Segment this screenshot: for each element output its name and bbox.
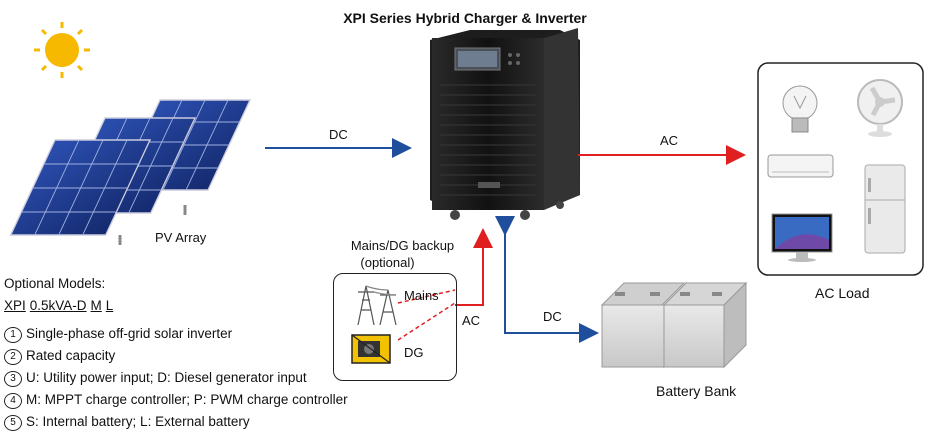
bulb-icon <box>782 85 818 133</box>
ac-label-left: AC <box>462 313 481 328</box>
legend-text: U: Utility power input; D: Diesel genera… <box>26 370 307 385</box>
model-code-part: L <box>105 298 114 313</box>
battery-bank-icon <box>600 281 748 369</box>
mains-dg-box <box>333 273 457 381</box>
legend-num: 4 <box>4 393 22 409</box>
generator-icon <box>351 334 391 364</box>
legend-item: 3 U: Utility power input; D: Diesel gener… <box>4 367 348 389</box>
air-conditioner-icon <box>767 154 834 178</box>
legend-num: 1 <box>4 327 22 343</box>
dc-label-top: DC <box>329 127 348 142</box>
legend-num: 3 <box>4 371 22 387</box>
pv-array-label: PV Array <box>155 230 207 245</box>
ac-label-right: AC <box>660 133 679 148</box>
pv-array-icon <box>9 99 252 245</box>
dg-label: DG <box>404 345 424 360</box>
battery-bank-label: Battery Bank <box>656 383 737 399</box>
legend-heading: Optional Models: <box>4 276 106 291</box>
mains-dg-backup-label: Mains/DG backup <box>350 238 455 253</box>
legend-text: M: MPPT charge controller; P: PWM charge… <box>26 392 348 407</box>
refrigerator-icon <box>864 164 906 254</box>
legend-item: 5 S: Internal battery; L: External batter… <box>4 411 348 433</box>
ac-load-label: AC Load <box>815 285 870 301</box>
legend-num: 2 <box>4 349 22 365</box>
legend-text: Single-phase off-grid solar inverter <box>26 326 233 341</box>
monitor-icon <box>771 213 833 262</box>
legend-item: 2 Rated capacity <box>4 345 348 367</box>
mains-label: Mains <box>404 288 439 303</box>
dc-arrow-battery <box>495 216 599 343</box>
mains-tower-icon <box>357 285 397 326</box>
legend-item: 1 Single-phase off-grid solar inverter <box>4 323 348 345</box>
legend-text: S: Internal battery; L: External battery <box>26 414 250 429</box>
diagram-title: XPI Series Hybrid Charger & Inverter <box>343 10 587 26</box>
model-code-part: 0.5kVA-D <box>29 298 87 313</box>
optional-label: (optional) <box>360 255 415 270</box>
model-code-part: M <box>90 298 102 313</box>
fan-icon <box>857 79 903 137</box>
dc-label-bottom: DC <box>543 309 562 324</box>
legend-item: 4 M: MPPT charge controller; P: PWM charg… <box>4 389 348 411</box>
legend-num: 5 <box>4 415 22 431</box>
model-code-part: XPI <box>4 298 26 313</box>
inverter-icon <box>430 28 580 220</box>
sun-icon <box>34 22 90 78</box>
legend-text: Rated capacity <box>26 348 116 363</box>
ac-arrow-mains <box>455 228 493 306</box>
